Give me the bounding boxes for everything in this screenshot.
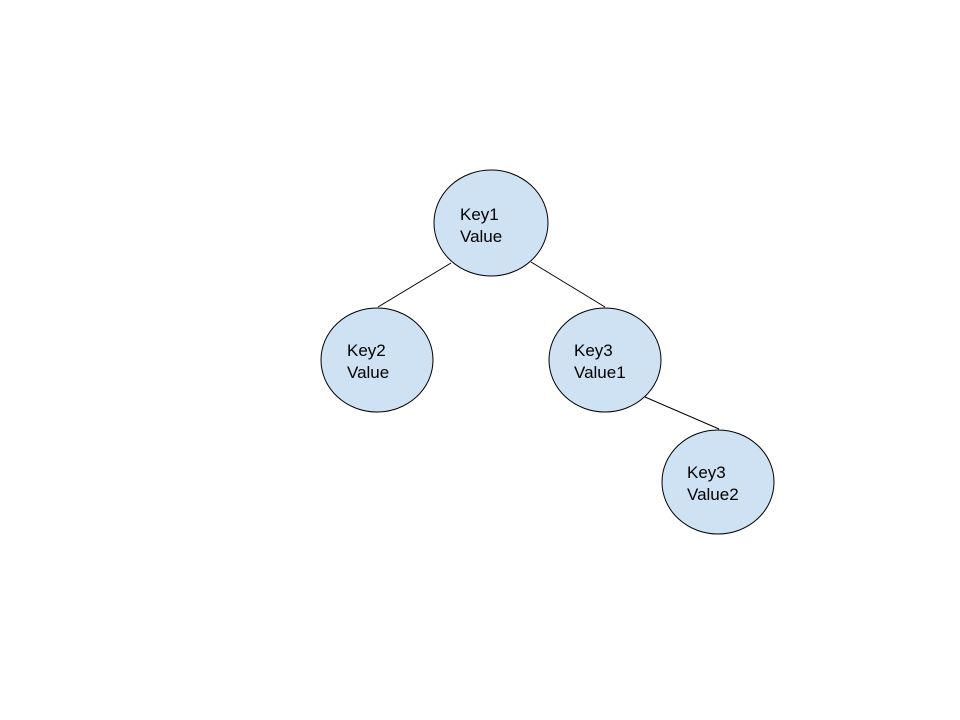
tree-node-key2: Key2 Value <box>320 307 434 413</box>
node-circle <box>548 307 662 413</box>
node-key-label: Key2 <box>347 341 386 360</box>
nodes-layer: Key1 Value Key2 Value Key3 Value1 Key3 V… <box>320 169 775 535</box>
edge-key1-key2 <box>377 262 452 308</box>
node-key-label: Key3 <box>687 463 726 482</box>
node-value-label: Value <box>347 363 389 382</box>
tree-node-key3-value2: Key3 Value2 <box>661 429 775 535</box>
node-circle <box>320 307 434 413</box>
node-key-label: Key1 <box>460 205 499 224</box>
node-value-label: Value <box>460 227 502 246</box>
edge-key1-key3-value1 <box>530 261 606 308</box>
edges-layer <box>377 261 720 430</box>
node-key-label: Key3 <box>574 341 613 360</box>
node-circle <box>433 169 549 277</box>
tree-node-key1: Key1 Value <box>433 169 549 277</box>
node-value-label: Value1 <box>574 363 626 382</box>
node-value-label: Value2 <box>687 485 739 504</box>
tree-node-key3-value1: Key3 Value1 <box>548 307 662 413</box>
edge-key3-value1-key3-value2 <box>644 396 720 430</box>
node-circle <box>661 429 775 535</box>
